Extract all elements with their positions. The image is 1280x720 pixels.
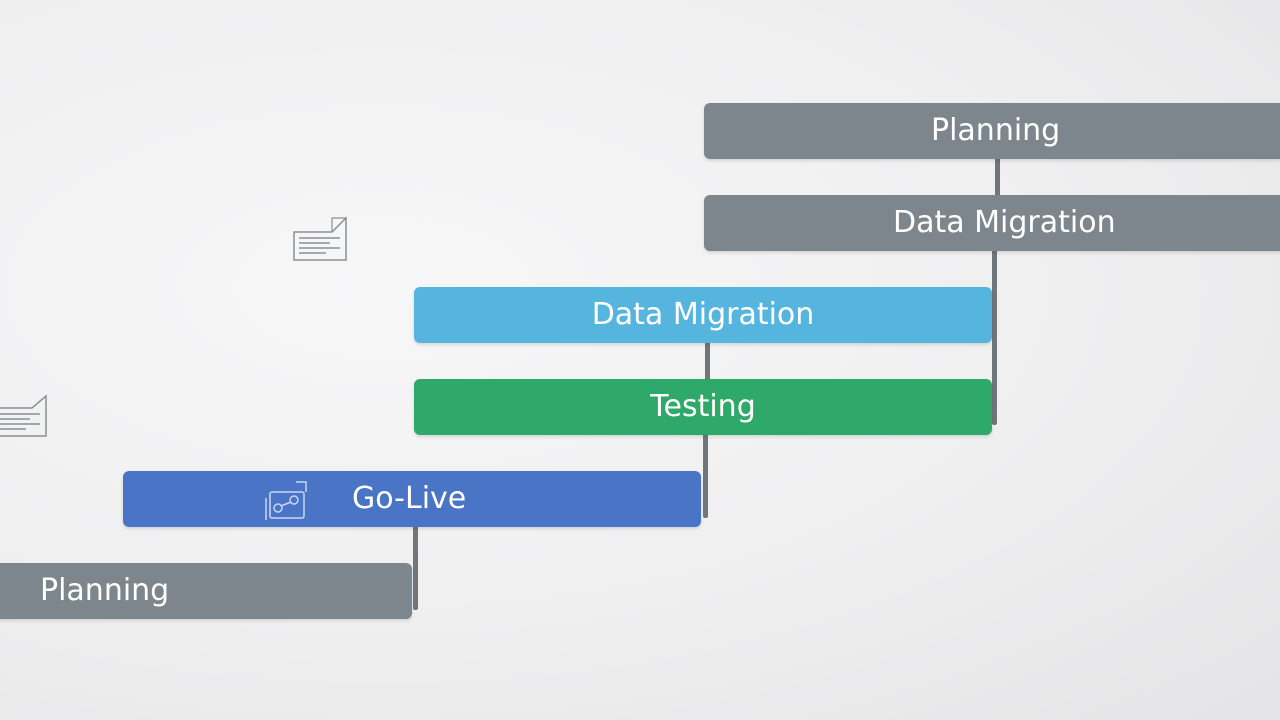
phase-bar-planning-top: Planning [704, 103, 1280, 159]
phase-label: Data Migration [591, 297, 815, 332]
phase-label: Data Migration [893, 205, 1116, 240]
phase-bar-data-migration-top: Data Migration [704, 195, 1280, 251]
document-icon [0, 394, 47, 437]
phase-bar-testing: Testing [414, 379, 992, 435]
document-icon [293, 216, 347, 261]
phase-label: Go-Live [352, 481, 467, 516]
connector-line [705, 337, 710, 383]
connector-line [992, 245, 997, 425]
connector-line [703, 430, 708, 518]
phase-bar-data-migration-mid: Data Migration [414, 287, 992, 343]
network-icon [265, 481, 307, 520]
phase-label: Planning [931, 113, 1061, 148]
phase-bar-go-live: Go-Live [123, 471, 701, 527]
connector-line [413, 520, 418, 610]
phase-label: Testing [650, 389, 756, 424]
phase-label: Planning [40, 573, 170, 608]
connector-line [995, 155, 1000, 199]
phase-bar-planning-bottom: Planning [0, 563, 412, 619]
